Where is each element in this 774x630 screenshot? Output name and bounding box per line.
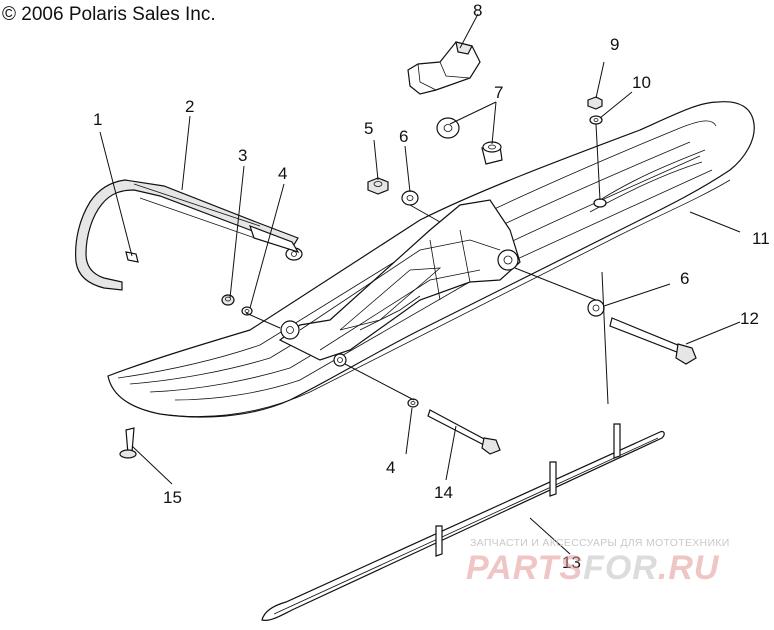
- callout-10: 10: [632, 73, 651, 92]
- callout-labels: 1 2 3 4 4 5 6 6 7 8 9 10 11 12 13 14 15: [93, 1, 770, 572]
- callout-6a: 6: [399, 127, 408, 146]
- callout-11: 11: [752, 229, 770, 248]
- callout-3: 3: [238, 146, 247, 165]
- callout-9: 9: [610, 35, 619, 54]
- washer-part-4b[interactable]: [407, 398, 419, 408]
- watermark-logo-left: PARTS: [466, 549, 584, 587]
- rivet-part[interactable]: [119, 427, 137, 459]
- nut-part-5[interactable]: [367, 177, 389, 195]
- watermark-logo-mid: FOR: [583, 549, 658, 587]
- washer-part-4a[interactable]: [241, 306, 253, 316]
- washer-part-6b[interactable]: [587, 299, 605, 317]
- callout-15: 15: [163, 488, 182, 507]
- callout-2: 2: [185, 97, 194, 116]
- callout-5: 5: [364, 119, 373, 138]
- wear-pad-part[interactable]: [407, 41, 481, 95]
- bolt-part-12[interactable]: [609, 317, 697, 365]
- pin-part[interactable]: [125, 251, 139, 263]
- callout-1: 1: [93, 110, 102, 129]
- nut-part-3[interactable]: [221, 294, 235, 306]
- leader-lines: [99, 13, 741, 555]
- callout-12: 12: [740, 309, 759, 328]
- ski-body-part[interactable]: [107, 101, 755, 418]
- copyright-notice: © 2006 Polaris Sales Inc.: [2, 4, 216, 25]
- ski-loop-handle-part[interactable]: [75, 179, 303, 291]
- wear-bar-part[interactable]: [261, 423, 665, 621]
- nut-part-9[interactable]: [587, 96, 603, 110]
- callout-14: 14: [434, 483, 453, 502]
- bolt-part-14[interactable]: [427, 409, 501, 455]
- callout-4a: 4: [278, 164, 287, 183]
- watermark-logo: PARTSFOR.RU: [466, 549, 719, 588]
- watermark-logo-right: .RU: [657, 549, 720, 587]
- watermark-subtitle: ЗАПЧАСТИ И АКСЕССУАРЫ ДЛЯ МОТОТЕХНИКИ: [470, 537, 730, 549]
- callout-7: 7: [494, 83, 503, 102]
- callout-4b: 4: [386, 458, 395, 477]
- callout-8: 8: [473, 1, 482, 20]
- callout-6b: 6: [680, 269, 689, 288]
- callout-13: 13: [562, 553, 581, 572]
- washer-part-6a[interactable]: [401, 190, 419, 206]
